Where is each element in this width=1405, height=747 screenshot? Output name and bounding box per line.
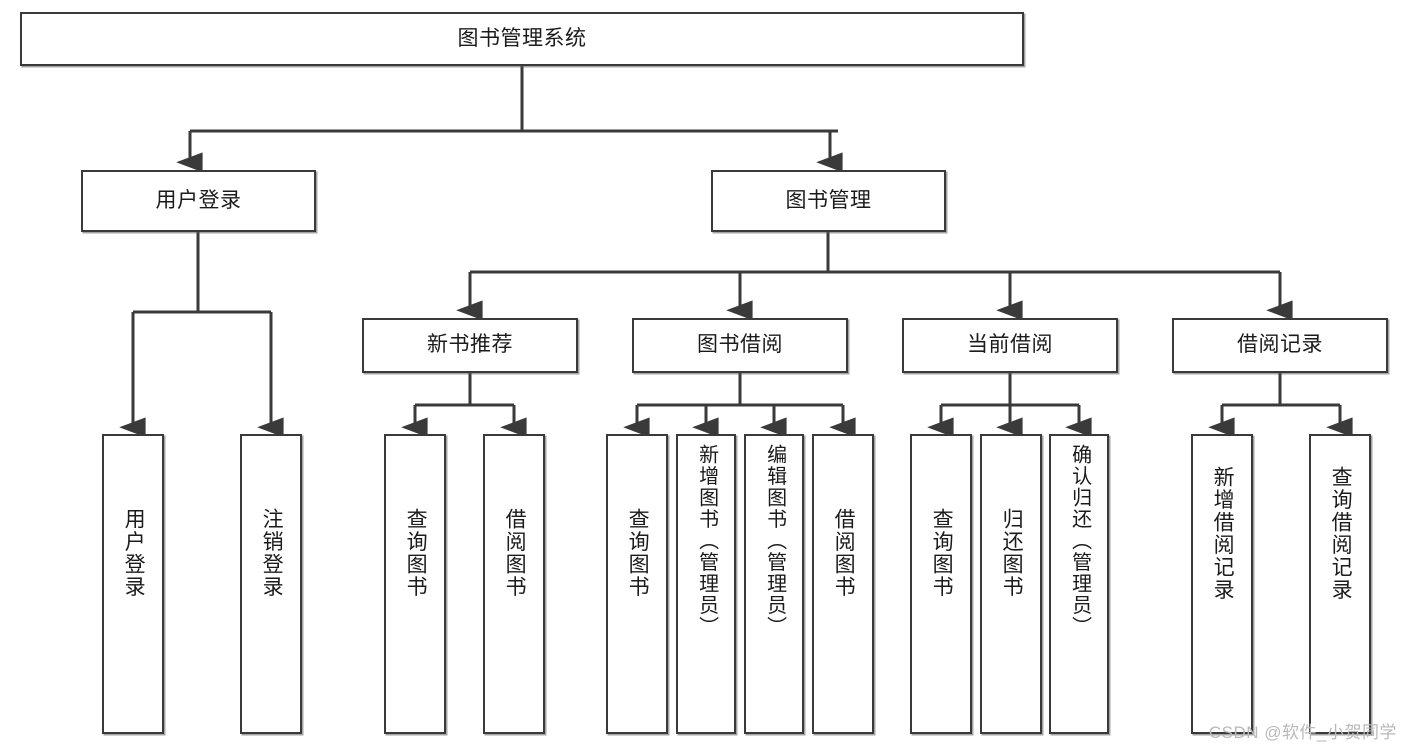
leaf-bb-query-book[interactable]: 查询图书 [606, 434, 668, 734]
node-root[interactable]: 图书管理系统 [20, 12, 1024, 66]
leaf-cb-query-book[interactable]: 查询图书 [910, 434, 972, 734]
leaf-logout[interactable]: 注销登录 [240, 434, 302, 734]
leaf-cb-confirm-return[interactable]: 确认归还（管理员） [1049, 434, 1109, 734]
node-borrow-record[interactable]: 借阅记录 [1172, 318, 1388, 373]
node-current-borrow-label: 当前借阅 [967, 333, 1053, 357]
node-book-borrow[interactable]: 图书借阅 [632, 318, 848, 373]
leaf-cb-confirm-return-label: 确认归还（管理员） [1068, 444, 1091, 638]
watermark-text: CSDN @软件_小贺同学 [1208, 723, 1397, 742]
leaf-cb-return-book-label: 归还图书 [1000, 508, 1024, 598]
leaf-br-query-record[interactable]: 查询借阅记录 [1309, 434, 1371, 734]
leaf-logout-label: 注销登录 [260, 508, 284, 598]
leaf-bb-borrow-book-label: 借阅图书 [832, 508, 856, 598]
leaf-cb-return-book[interactable]: 归还图书 [980, 434, 1042, 734]
node-borrow-record-label: 借阅记录 [1237, 333, 1323, 357]
leaf-br-add-record-label: 新增借阅记录 [1211, 466, 1235, 601]
node-user-login-label: 用户登录 [155, 188, 242, 212]
leaf-nb-query-book-label: 查询图书 [404, 508, 428, 598]
leaf-user-login-label: 用户登录 [122, 508, 146, 598]
node-root-label: 图书管理系统 [457, 26, 587, 50]
leaf-cb-query-book-label: 查询图书 [930, 508, 954, 598]
leaf-bb-add-book-label: 新增图书（管理员） [695, 444, 718, 638]
node-current-borrow[interactable]: 当前借阅 [902, 318, 1118, 373]
leaf-bb-query-book-label: 查询图书 [626, 508, 650, 598]
leaf-user-login[interactable]: 用户登录 [102, 434, 164, 734]
leaf-nb-borrow-book-label: 借阅图书 [503, 508, 527, 598]
node-new-book-recommend[interactable]: 新书推荐 [362, 318, 578, 373]
leaf-bb-add-book[interactable]: 新增图书（管理员） [676, 434, 736, 734]
leaf-nb-query-book[interactable]: 查询图书 [384, 434, 446, 734]
node-new-book-recommend-label: 新书推荐 [427, 333, 513, 357]
node-book-management-label: 图书管理 [785, 188, 872, 212]
leaf-br-query-record-label: 查询借阅记录 [1329, 466, 1353, 601]
leaf-bb-borrow-book[interactable]: 借阅图书 [812, 434, 874, 734]
leaf-nb-borrow-book[interactable]: 借阅图书 [483, 434, 545, 734]
leaf-bb-edit-book-label: 编辑图书（管理员） [763, 444, 786, 638]
node-user-login[interactable]: 用户登录 [81, 170, 316, 232]
leaf-br-add-record[interactable]: 新增借阅记录 [1191, 434, 1253, 734]
node-book-management[interactable]: 图书管理 [711, 170, 946, 232]
leaf-bb-edit-book[interactable]: 编辑图书（管理员） [744, 434, 804, 734]
node-book-borrow-label: 图书借阅 [697, 333, 783, 357]
